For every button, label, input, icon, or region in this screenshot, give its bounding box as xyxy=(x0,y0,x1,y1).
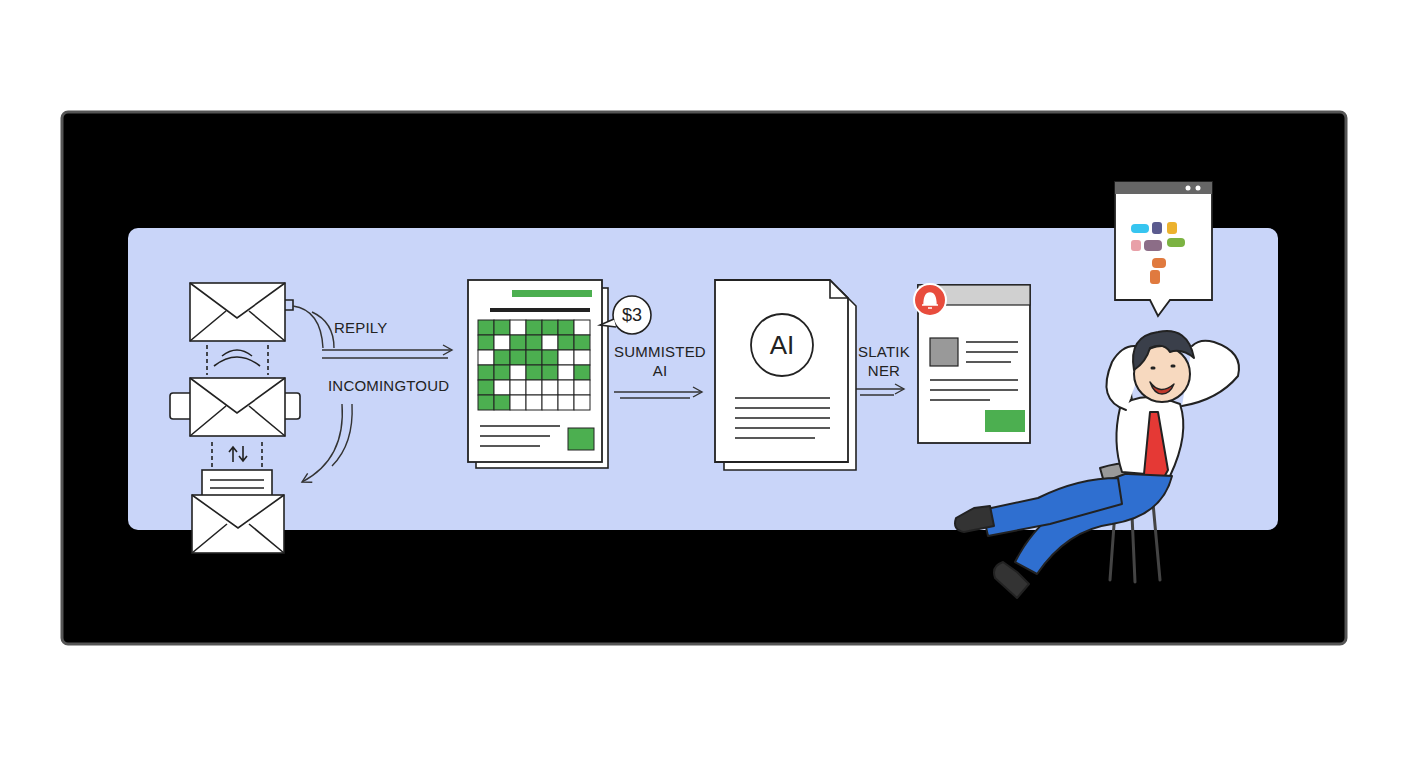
flow-step-label: SLATIK NER xyxy=(853,342,915,380)
table-cell-graphic xyxy=(574,365,590,380)
flow-step-label: REPILY xyxy=(334,318,387,337)
ai-document xyxy=(715,280,856,470)
table-cell-graphic xyxy=(574,380,590,395)
table-cell-graphic xyxy=(574,350,590,365)
flow-step-label: SUMMISTED AI xyxy=(608,342,712,380)
table-cell-graphic xyxy=(558,365,574,380)
spreadsheet-document xyxy=(468,280,608,468)
table-cell-graphic xyxy=(478,380,494,395)
table-cell-graphic xyxy=(494,395,510,410)
table-cell-graphic xyxy=(526,350,542,365)
table-cell-graphic xyxy=(558,320,574,335)
table-cell-graphic xyxy=(526,335,542,350)
frame xyxy=(62,112,1346,644)
table-cell-graphic xyxy=(494,335,510,350)
table-cell-graphic xyxy=(494,350,510,365)
table-cell-graphic xyxy=(542,395,558,410)
table-cell-graphic xyxy=(574,320,590,335)
table-cell-graphic xyxy=(478,335,494,350)
table-cell-graphic xyxy=(478,365,494,380)
table-cell-graphic xyxy=(574,335,590,350)
table-cell-graphic xyxy=(574,395,590,410)
table-cell-graphic xyxy=(558,380,574,395)
table-cell-graphic xyxy=(510,365,526,380)
table-cell-graphic xyxy=(558,335,574,350)
table-cell-graphic xyxy=(478,320,494,335)
envelopes xyxy=(170,283,300,553)
relaxed-man xyxy=(955,331,1239,598)
notification-document xyxy=(914,284,1030,443)
table-cell-graphic xyxy=(542,350,558,365)
table-cell-graphic xyxy=(542,365,558,380)
table-cell-graphic xyxy=(494,380,510,395)
price-bubble: $3 xyxy=(612,295,652,335)
table-cell-graphic xyxy=(494,365,510,380)
table-cell-graphic xyxy=(526,395,542,410)
table-cell-graphic xyxy=(510,335,526,350)
ai-badge: AI xyxy=(750,313,814,377)
table-cell-graphic xyxy=(478,395,494,410)
table-cell-graphic xyxy=(510,320,526,335)
table-cell-graphic xyxy=(526,365,542,380)
table-cell-graphic xyxy=(494,320,510,335)
table-cell-graphic xyxy=(526,320,542,335)
chat-app-bubble xyxy=(1115,182,1212,316)
node-text: AI xyxy=(770,330,795,361)
flow-step-label: INCOMINGTOUD xyxy=(328,376,449,395)
table-cell-graphic xyxy=(510,350,526,365)
table-cell-graphic xyxy=(542,320,558,335)
node-text: $3 xyxy=(622,305,642,326)
table-cell-graphic xyxy=(526,380,542,395)
table-cell-graphic xyxy=(542,380,558,395)
table-cell-graphic xyxy=(478,350,494,365)
table-cell-graphic xyxy=(542,335,558,350)
table-cell-graphic xyxy=(510,380,526,395)
table-cell-graphic xyxy=(558,350,574,365)
table-cell-graphic xyxy=(558,395,574,410)
table-cell-graphic xyxy=(510,395,526,410)
